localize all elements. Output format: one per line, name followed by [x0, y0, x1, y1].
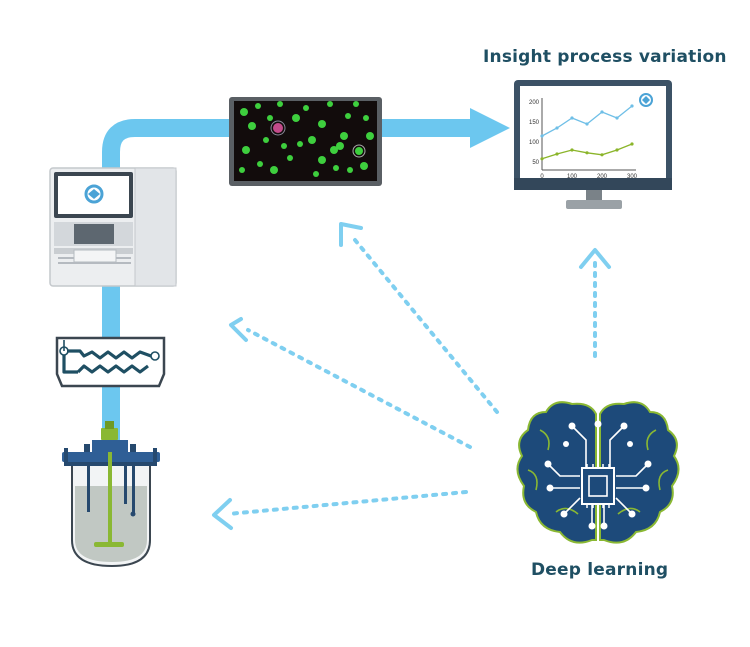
- chart-point: [570, 116, 574, 120]
- chart-point: [540, 157, 544, 161]
- cell-dot: [353, 101, 359, 107]
- cell-dot: [270, 166, 278, 174]
- cell-dot: [267, 115, 273, 121]
- insight-process-variation-label: Insight process variation: [483, 47, 727, 67]
- cell-dot: [318, 156, 326, 164]
- chart-point: [600, 110, 604, 114]
- cell-dot: [240, 108, 248, 116]
- chart-x-tick-label: 200: [597, 174, 608, 180]
- bioreactor-icon: [62, 421, 160, 568]
- cell-dot: [303, 105, 309, 111]
- cell-dot: [345, 113, 351, 119]
- cell-image-screen-icon: [229, 97, 382, 186]
- cell-dot: [366, 132, 374, 140]
- cell-dot: [318, 120, 326, 128]
- chart-y-tick-label: 100: [529, 140, 540, 146]
- chart-point: [615, 116, 619, 120]
- chart-point: [585, 122, 589, 126]
- chart-x-tick-label: 100: [567, 174, 578, 180]
- cell-dot: [308, 136, 316, 144]
- cell-dot: [313, 171, 319, 177]
- chart-point: [585, 151, 589, 155]
- chart-x-tick-label: 0: [540, 174, 544, 180]
- cell-dot: [281, 143, 287, 149]
- cell-dot: [277, 101, 283, 107]
- chart-y-tick-label: 150: [529, 120, 540, 126]
- chart-y-tick-label: 50: [532, 160, 539, 166]
- chart-point: [600, 153, 604, 157]
- chart-point: [540, 134, 544, 138]
- dotted-arrow-to-reactor: [226, 490, 468, 516]
- cell-dot: [340, 132, 348, 140]
- dotted-arrowheads: [212, 222, 611, 530]
- cell-dot: [336, 142, 344, 150]
- cell-dot: [248, 122, 256, 130]
- flow-arrow: [102, 108, 510, 440]
- cell-dot: [239, 167, 245, 173]
- cell-dot: [363, 115, 369, 121]
- cell-dot: [333, 165, 339, 171]
- cell-dot: [263, 137, 269, 143]
- cell-dot: [330, 146, 338, 154]
- deep-learning-label: Deep learning: [531, 560, 669, 580]
- chart-point: [570, 148, 574, 152]
- chart-y-tick-label: 200: [529, 100, 540, 106]
- microfluidic-chip-icon: [55, 336, 166, 388]
- chart-point: [615, 148, 619, 152]
- cell-dot: [292, 114, 300, 122]
- dotted-arrow-to-screen: [353, 238, 499, 414]
- instrument-icon: [49, 167, 177, 287]
- monitor-line-chart: 0 100 200 300 50 100 150 200: [529, 98, 638, 180]
- dotted-arrow-to-chip: [246, 328, 472, 449]
- chart-point: [555, 152, 559, 156]
- cell-dot: [287, 155, 293, 161]
- cell-dot: [327, 101, 333, 107]
- chart-point: [630, 104, 634, 108]
- chart-x-tick-label: 300: [627, 174, 638, 180]
- cell-dot: [297, 141, 303, 147]
- chart-point: [630, 142, 634, 146]
- brain-chip-icon: [516, 401, 680, 544]
- chart-point: [555, 126, 559, 130]
- dotted-arrows: [226, 238, 597, 516]
- monitor-icon: 0 100 200 300 50 100 150 200: [514, 80, 672, 209]
- cell-dot: [347, 167, 353, 173]
- cell-dot: [242, 146, 250, 154]
- cell-dot: [257, 161, 263, 167]
- cell-dot: [255, 103, 261, 109]
- cell-dot: [360, 162, 368, 170]
